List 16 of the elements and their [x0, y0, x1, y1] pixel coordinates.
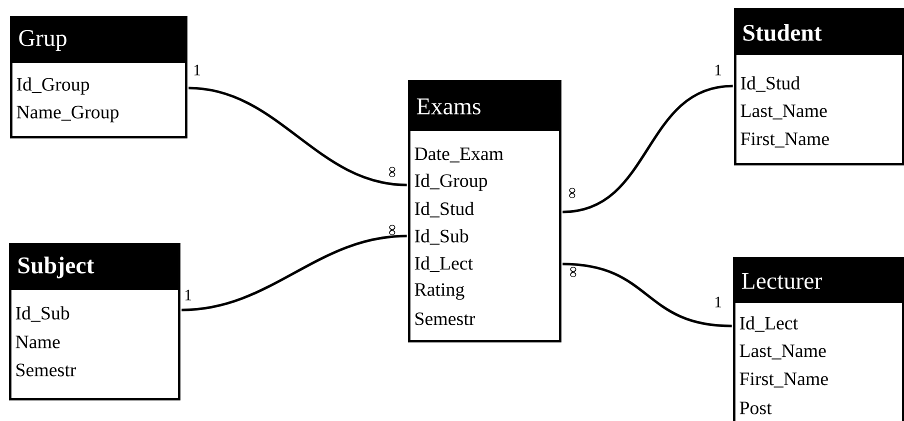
table-box: Lecturer Id_Lect Last_Name First_Name Post [733, 257, 904, 421]
table-box: Grup Id_Group Name_Group [10, 16, 188, 138]
connector-line [562, 262, 732, 328]
cardinality-label: ∞ [569, 188, 576, 198]
connector-line [182, 234, 407, 312]
table-box: Student Id_Stud Last_Name First_Name [734, 8, 904, 166]
cardinality-label: ∞ [389, 224, 396, 236]
table-box: Subject Id_Sub Name Semestr [9, 243, 180, 400]
cardinality-label: ∞ [570, 266, 576, 278]
cardinality-label: 1 [185, 290, 192, 300]
cardinality-label: 1 [194, 64, 200, 76]
cardinality-label: 1 [715, 64, 722, 76]
cardinality-label: ∞ [389, 166, 396, 178]
connector-line [188, 86, 407, 186]
table-box: Exams Date_Exam Id_Group Id_Stud Id_Sub Id_Lect Rating Semestr [408, 80, 562, 342]
connector-line [562, 84, 733, 214]
